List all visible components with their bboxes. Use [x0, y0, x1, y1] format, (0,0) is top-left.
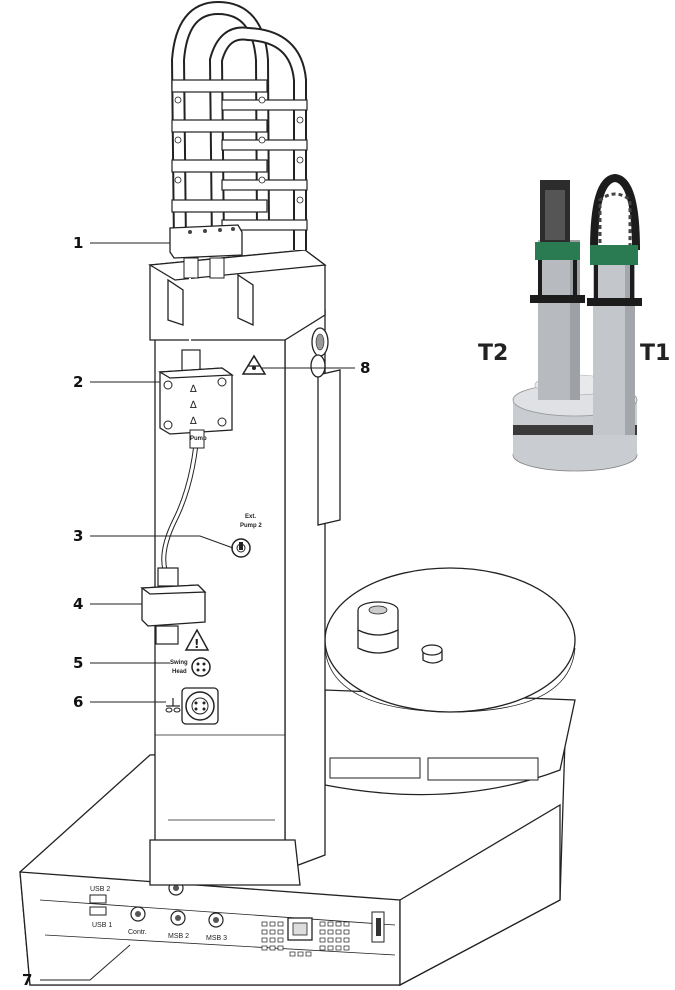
svg-text:!: ! [194, 637, 199, 651]
usb-port-2[interactable] [89, 894, 107, 904]
ext-pump-label-line1: Ext. [245, 514, 256, 520]
svg-text:∆: ∆ [189, 384, 197, 395]
callout-8: 8 [360, 359, 370, 377]
inset-dual-tower-image [512, 173, 642, 472]
tower [147, 249, 341, 886]
usb1-label: USB 1 [92, 922, 112, 929]
usb-port-1[interactable] [89, 906, 107, 916]
callout-5: 5 [73, 654, 83, 672]
swing-head-label-line2: Head [172, 669, 187, 675]
sample-rack [324, 567, 576, 796]
tower-label-t1: T1 [640, 341, 670, 366]
callout-7: 7 [22, 971, 32, 989]
ext-pump-label-line2: Pump 2 [240, 523, 262, 529]
valve-block [140, 567, 207, 645]
callout-3: 3 [73, 527, 83, 545]
swing-head-connector[interactable] [191, 657, 211, 677]
stirrer-symbol-icon [165, 698, 181, 713]
contr-label: Contr. [128, 929, 147, 936]
usb2-label: USB 2 [90, 886, 110, 893]
msb3-label: MSB 3 [206, 935, 227, 942]
warning-triangle-icon: ! [184, 628, 210, 651]
callout-6: 6 [73, 693, 83, 711]
pump-box: ∆ ∆ ∆ Pump [157, 349, 234, 449]
drag-chain [170, 0, 308, 250]
callout-2: 2 [73, 373, 83, 391]
tower-label-t2: T2 [478, 341, 508, 366]
msb2-label: MSB 2 [168, 933, 189, 940]
stirrer-socket[interactable] [181, 687, 219, 725]
swing-head-label-line1: Swing [170, 660, 188, 666]
laser-warning-label [241, 354, 267, 375]
callout-1: 1 [73, 234, 83, 252]
callout-4: 4 [73, 595, 83, 613]
ext-pump-connector[interactable] [231, 538, 251, 558]
pump-box-label: Pump [190, 436, 207, 442]
leader-lines [40, 242, 355, 981]
distributor-block [169, 224, 243, 279]
svg-text:∆: ∆ [189, 416, 197, 427]
vent-grid [261, 921, 350, 957]
svg-text:∆: ∆ [189, 400, 197, 411]
